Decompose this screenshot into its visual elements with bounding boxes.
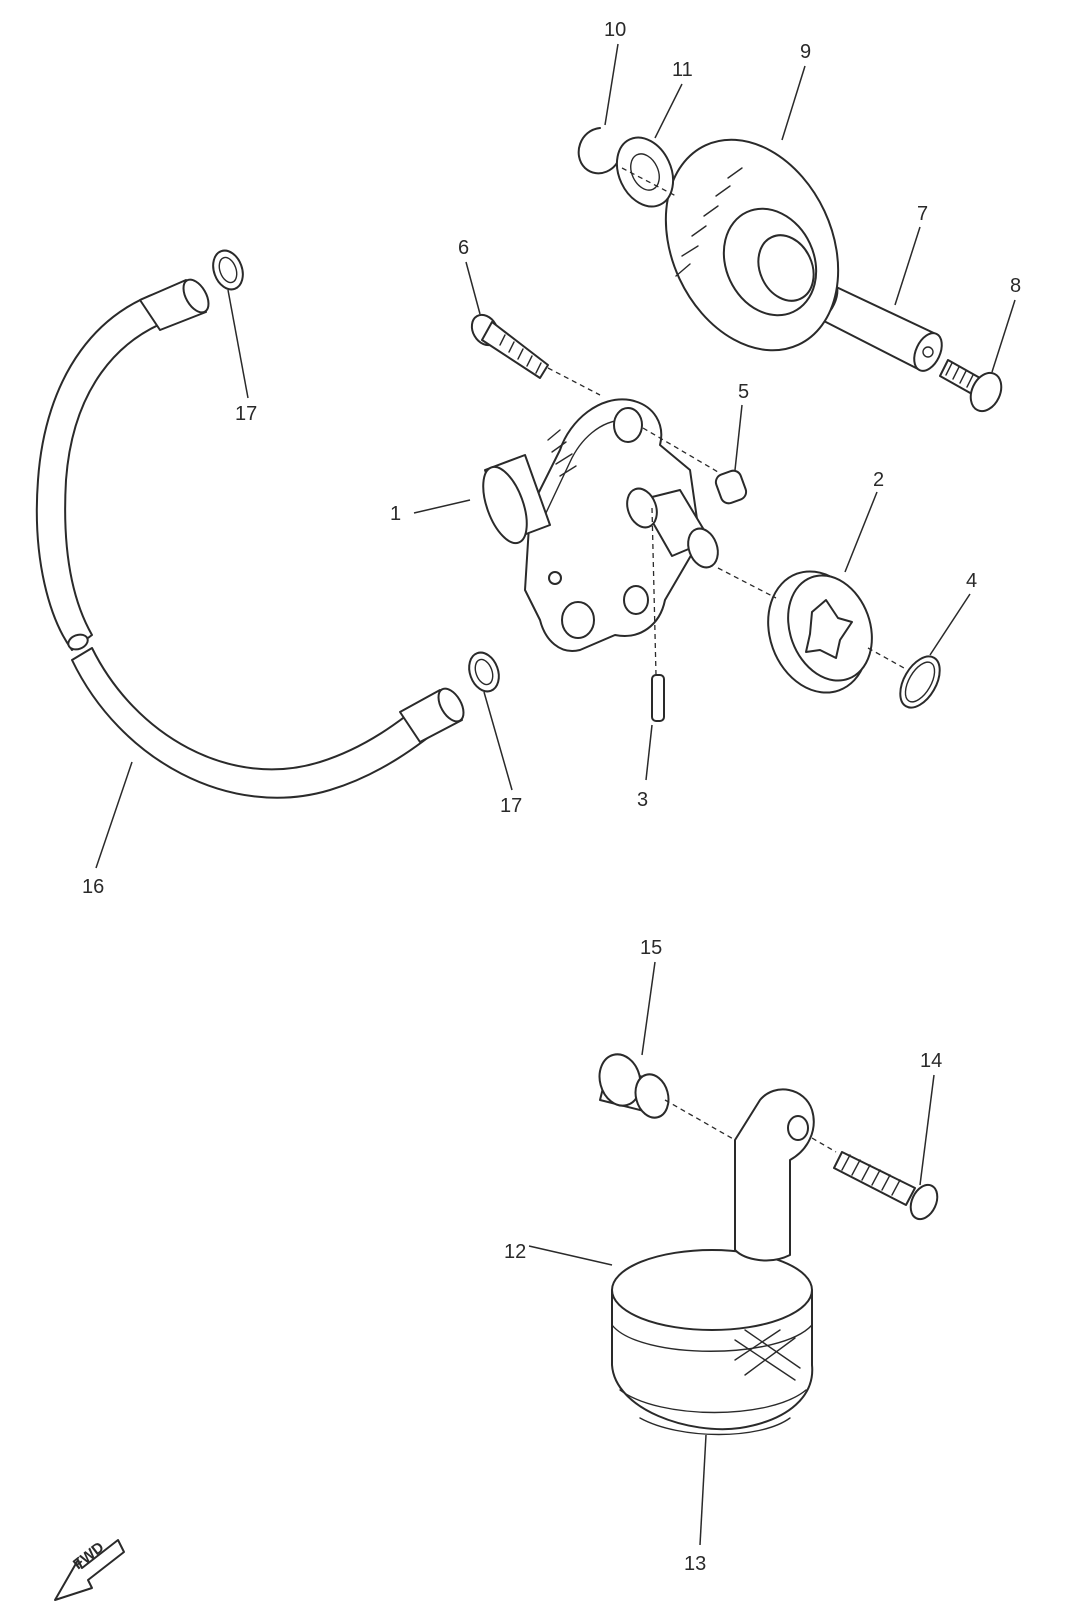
callout-6: 6 — [458, 237, 469, 259]
callout-14: 14 — [920, 1050, 942, 1072]
part-3-dowel-pin — [651, 674, 665, 722]
part-1-oil-pump-assembly — [482, 398, 719, 652]
part-14-bolt — [833, 1151, 939, 1221]
part-6-screw — [470, 313, 549, 379]
part-2-rotor — [767, 570, 873, 694]
part-17-hose-clamp-top — [212, 249, 244, 291]
forward-direction-arrow: FWD — [54, 1539, 125, 1601]
callout-4: 4 — [966, 570, 977, 592]
part-4-o-ring — [899, 655, 941, 709]
part-13-strainer-base — [639, 1417, 791, 1436]
callouts: 1 2 3 4 5 6 7 8 9 10 11 12 13 14 15 16 1… — [82, 19, 1021, 1575]
callout-1: 1 — [390, 503, 401, 525]
callout-12: 12 — [504, 1241, 526, 1263]
part-5-pin — [714, 469, 748, 505]
callout-9: 9 — [800, 41, 811, 63]
part-11-washer — [615, 136, 675, 208]
callout-8: 8 — [1010, 275, 1021, 297]
part-9-driven-gear — [664, 138, 840, 352]
callout-17-top: 17 — [235, 403, 257, 425]
callout-7: 7 — [917, 203, 928, 225]
part-17-hose-clamp-bottom — [468, 651, 500, 693]
callout-17-bottom: 17 — [500, 795, 522, 817]
callout-13: 13 — [684, 1553, 706, 1575]
part-10-circlip — [577, 127, 621, 175]
leader-lines — [95, 43, 1016, 1546]
callout-16: 16 — [82, 876, 104, 898]
part-16-oil-hose — [35, 278, 465, 799]
part-8-screw — [939, 359, 1003, 413]
callout-15: 15 — [640, 937, 662, 959]
part-15-collar — [598, 1053, 670, 1119]
callout-3: 3 — [637, 789, 648, 811]
part-12-oil-strainer — [611, 1088, 815, 1431]
callout-11: 11 — [672, 59, 693, 81]
callout-5: 5 — [738, 381, 749, 403]
callout-2: 2 — [873, 469, 884, 491]
callout-10: 10 — [604, 19, 626, 41]
